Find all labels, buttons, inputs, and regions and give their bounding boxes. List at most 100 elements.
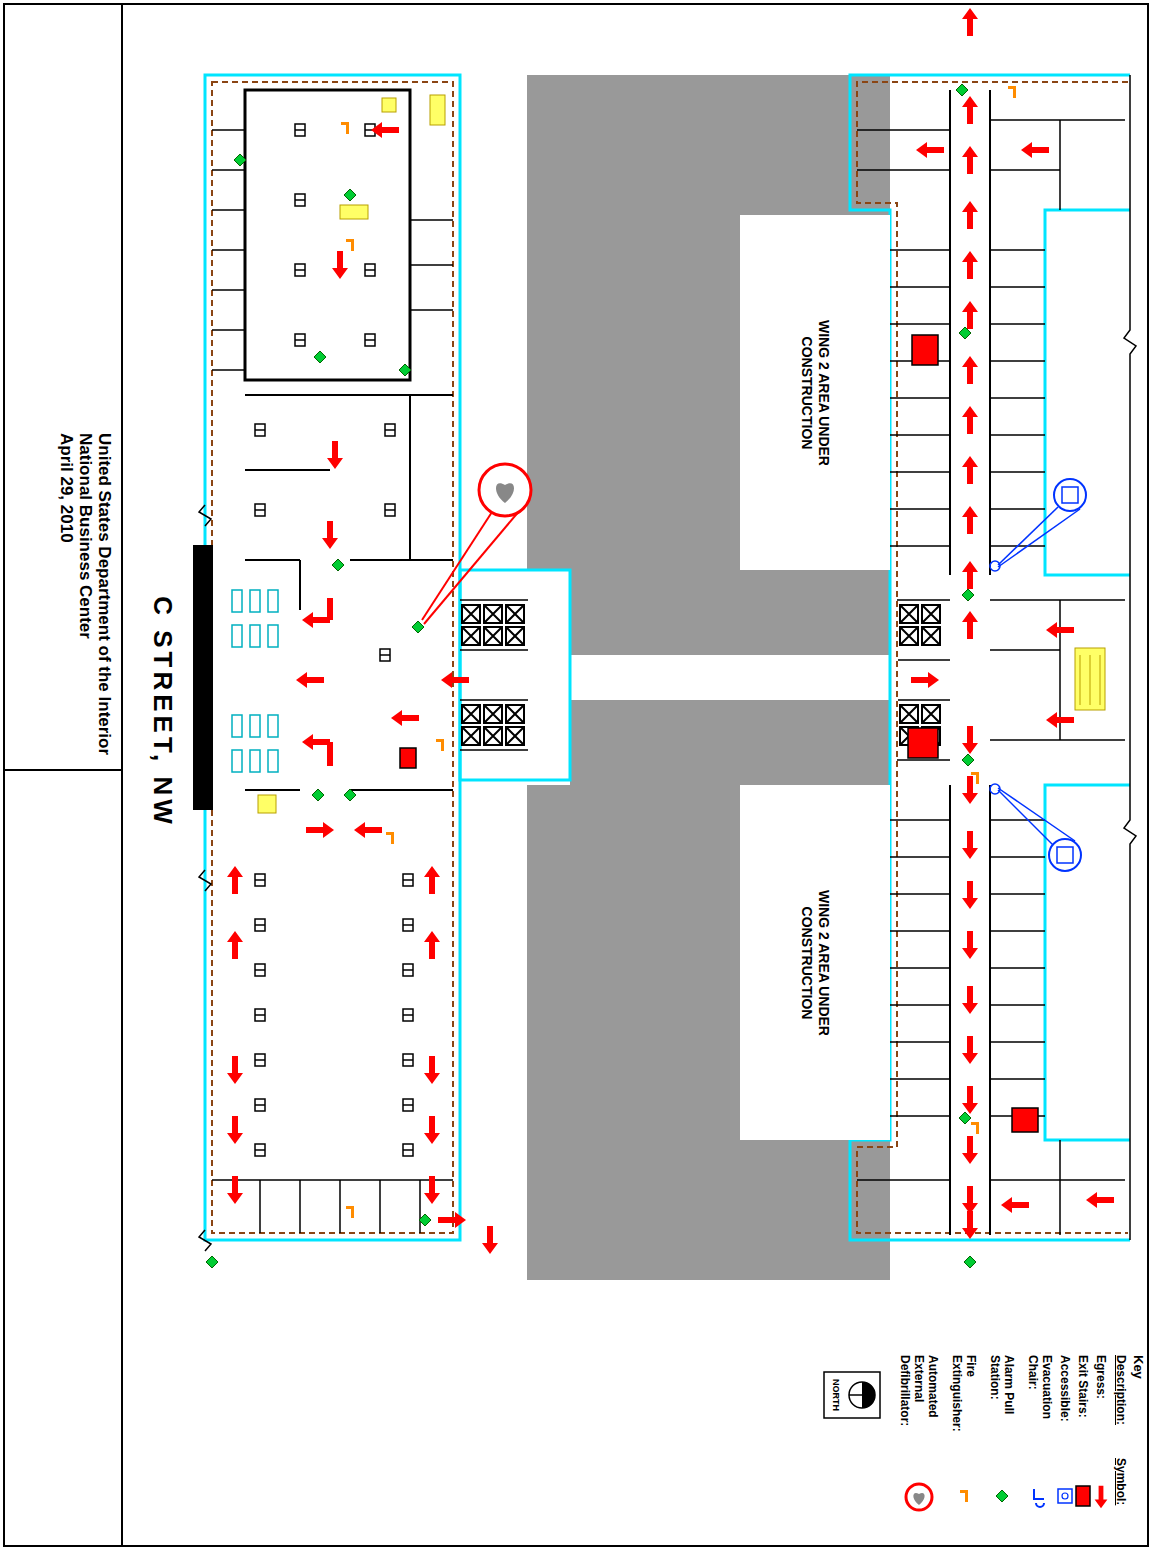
alarm-pull-stations xyxy=(206,84,976,1268)
exit-stairs xyxy=(400,335,1038,1132)
evacuation-chair-callouts xyxy=(990,784,1000,794)
columns xyxy=(255,1099,265,1111)
egress-arrows xyxy=(327,742,333,766)
columns xyxy=(403,874,413,886)
alarm-pull-stations xyxy=(234,154,246,166)
columns xyxy=(255,1054,265,1066)
exit-stairs xyxy=(912,335,938,365)
egress-arrows xyxy=(962,1086,978,1114)
alarm-pull-stations xyxy=(962,754,974,766)
egress-arrows xyxy=(962,506,978,534)
lobby-seating xyxy=(268,590,278,612)
columns xyxy=(255,1009,265,1021)
construction-area xyxy=(527,75,890,1280)
columns xyxy=(403,964,413,976)
legend-symbols xyxy=(1076,1486,1090,1506)
egress-arrows xyxy=(962,301,978,329)
legend-column-heading: Description: xyxy=(1114,1355,1128,1425)
yellow-fixtures xyxy=(340,205,368,219)
egress-arrows xyxy=(424,1116,440,1144)
alarm-pull-stations xyxy=(964,1256,976,1268)
egress-arrows xyxy=(327,441,343,469)
elevator-shafts xyxy=(462,727,480,745)
construction-area xyxy=(527,785,740,1140)
yellow-fixtures xyxy=(1075,648,1105,710)
columns xyxy=(380,649,390,661)
egress-arrows xyxy=(296,672,324,688)
egress-arrows xyxy=(227,1176,243,1204)
egress-arrows xyxy=(327,598,333,620)
egress-arrows xyxy=(962,1211,978,1239)
construction-area-box: WING 2 AREA UNDER CONSTRUCTION xyxy=(740,785,890,1140)
egress-arrows xyxy=(227,866,243,894)
legend-label: Automated External Defibrillator: xyxy=(898,1355,940,1447)
columns xyxy=(295,194,305,206)
columns xyxy=(255,504,265,516)
area-label: WING 2 AREA UNDER CONSTRUCTION xyxy=(798,863,832,1063)
lobby-seating xyxy=(250,715,260,737)
alarm-pull-stations xyxy=(959,1112,971,1124)
evacuation-chair-callouts xyxy=(998,507,1058,565)
egress-arrows xyxy=(962,456,978,484)
entrance-bar xyxy=(193,545,213,810)
walls xyxy=(460,600,950,750)
building-outline xyxy=(460,570,570,780)
lobby-seating xyxy=(268,625,278,647)
walls xyxy=(212,130,453,370)
construction-area xyxy=(570,700,890,785)
construction-area-box: WING 2 AREA UNDER CONSTRUCTION xyxy=(740,215,890,570)
defibrillator-callout xyxy=(479,464,531,516)
building-outline xyxy=(1045,210,1130,1140)
evacuation-chair-callouts xyxy=(990,561,1000,571)
legend-symbols xyxy=(906,1484,1107,1510)
walls xyxy=(245,90,410,380)
columns xyxy=(255,964,265,976)
elevator-shafts xyxy=(922,705,940,723)
elevator-shafts xyxy=(900,627,918,645)
egress-arrows xyxy=(962,1186,978,1214)
elevator-shafts xyxy=(462,605,480,623)
defibrillator-callout xyxy=(496,483,514,503)
entrance-bar xyxy=(193,545,213,810)
fire-extinguishers xyxy=(971,772,979,784)
egress-arrows xyxy=(962,201,978,229)
legend-symbols xyxy=(1095,1486,1108,1508)
walls xyxy=(890,820,1045,1116)
construction-area xyxy=(570,570,890,655)
egress-arrows xyxy=(302,734,330,750)
elevator-shafts xyxy=(506,605,524,623)
alarm-pull-stations xyxy=(344,189,356,201)
egress-arrows xyxy=(424,931,440,959)
columns xyxy=(403,1099,413,1111)
egress-arrows xyxy=(962,356,978,384)
legend-symbols xyxy=(906,1484,932,1510)
elevator-shafts xyxy=(484,705,502,723)
egress-arrows xyxy=(302,612,330,628)
elevator-shafts xyxy=(462,627,480,645)
egress-arrows xyxy=(962,931,978,959)
egress-arrows xyxy=(438,1212,466,1228)
subtitle-text: National Business Center xyxy=(76,433,95,639)
lobby-seating xyxy=(268,715,278,737)
lobby-seating xyxy=(250,590,260,612)
egress-arrows xyxy=(962,776,978,804)
lobby-seating xyxy=(250,625,260,647)
evacuation-chair-callouts xyxy=(990,479,1086,871)
legend-symbols xyxy=(1058,1489,1072,1503)
egress-arrows xyxy=(962,881,978,909)
date-text: April 29, 2010 xyxy=(57,433,76,543)
egress-arrows xyxy=(962,146,978,174)
elevator-shafts xyxy=(922,605,940,623)
exit-stairs xyxy=(908,728,938,758)
egress-arrows xyxy=(962,986,978,1014)
columns xyxy=(255,424,265,436)
egress-arrows xyxy=(962,406,978,434)
egress-arrows xyxy=(371,122,399,138)
columns xyxy=(255,1144,265,1156)
north-arrow xyxy=(849,1382,875,1408)
columns xyxy=(255,124,413,1156)
alarm-pull-stations xyxy=(206,1256,218,1268)
fire-extinguishers xyxy=(1008,86,1016,98)
egress-arrows xyxy=(332,251,348,279)
